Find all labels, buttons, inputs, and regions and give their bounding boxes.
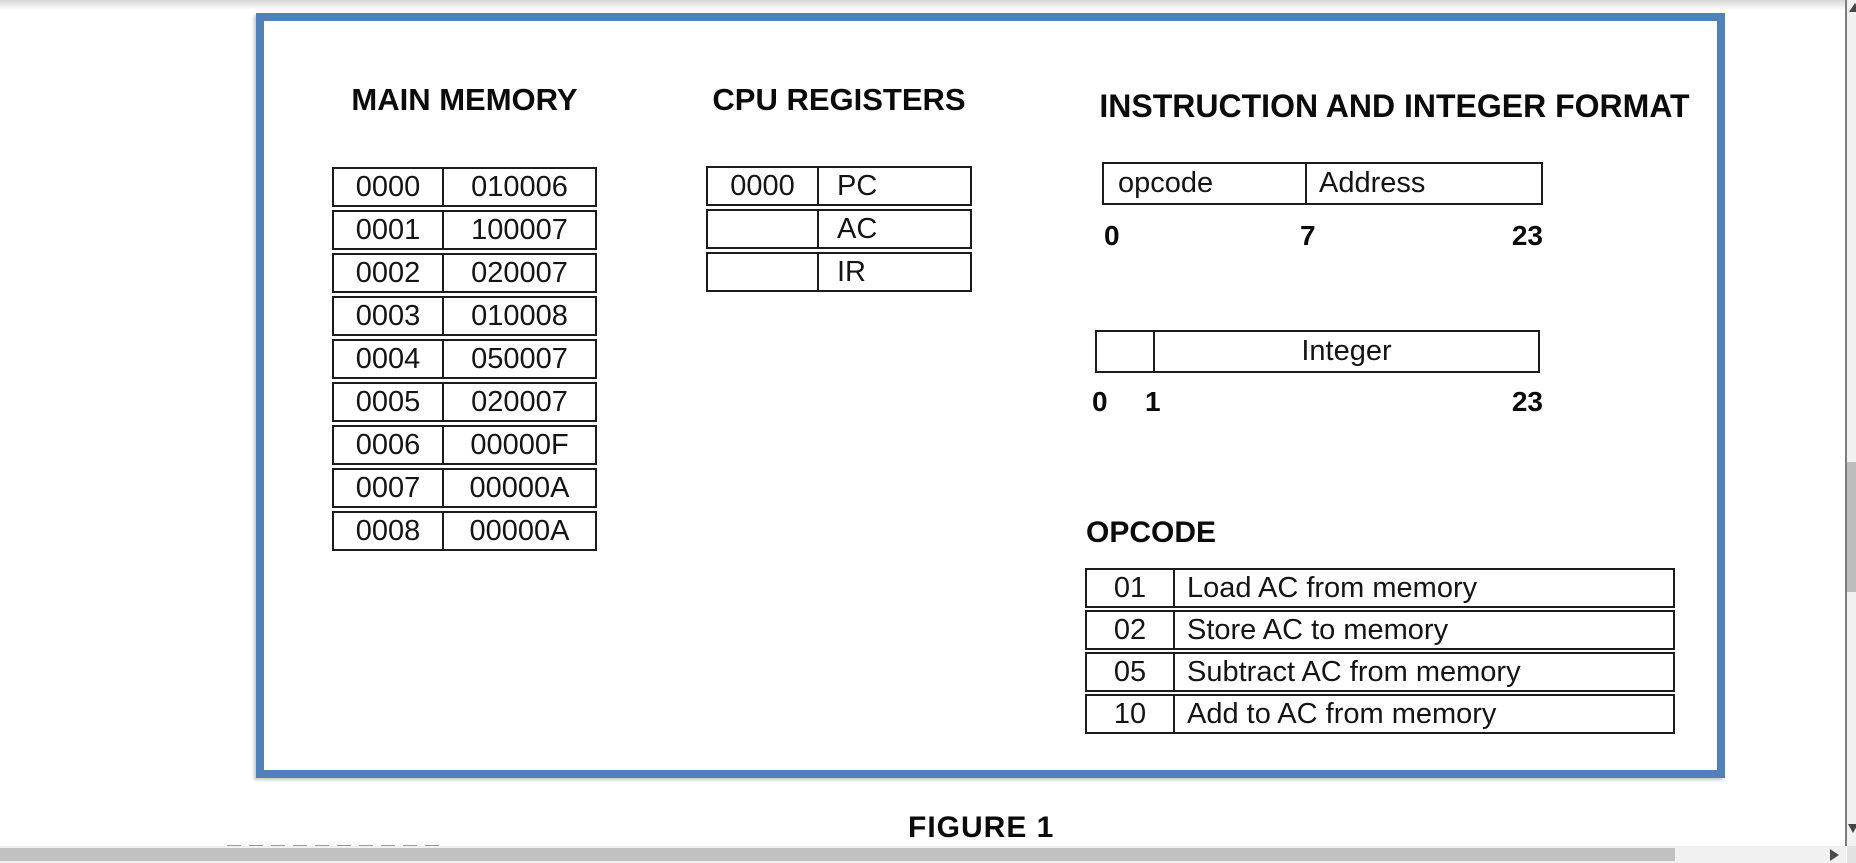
opcode-description: Add to AC from memory <box>1187 698 1497 730</box>
memory-value: 00000A <box>469 472 570 504</box>
memory-value: 050007 <box>471 343 568 375</box>
table-row: 01 Load AC from memory <box>1085 568 1675 608</box>
vertical-scrollbar-thumb[interactable] <box>1847 462 1856 592</box>
opcode-code: 10 <box>1087 696 1175 732</box>
memory-address: 0000 <box>334 169 444 205</box>
memory-value: 010008 <box>471 300 568 332</box>
register-value <box>708 254 819 290</box>
memory-address: 0007 <box>334 470 444 506</box>
bit-label: 7 <box>1300 220 1316 251</box>
register-name: IR <box>837 256 866 288</box>
cpu-registers-table: 0000 PC AC IR <box>706 166 972 295</box>
table-row: 0007 00000A <box>332 468 597 508</box>
table-row: 0006 00000F <box>332 425 597 465</box>
table-row: 02 Store AC to memory <box>1085 610 1675 650</box>
table-row: 0005 020007 <box>332 382 597 422</box>
register-name: AC <box>837 213 878 245</box>
memory-address: 0008 <box>334 513 444 549</box>
main-memory-title: MAIN MEMORY <box>351 82 578 117</box>
memory-address: 0003 <box>334 298 444 334</box>
vertical-scrollbar-track[interactable] <box>1847 0 1856 846</box>
memory-address: 0006 <box>334 427 444 463</box>
bit-label: 0 <box>1092 386 1108 417</box>
opcode-code: 02 <box>1087 612 1175 648</box>
instruction-bit-labels: 0 7 23 <box>1102 221 1543 251</box>
memory-address: 0004 <box>334 341 444 377</box>
figure-caption: FIGURE 1 <box>908 811 1055 844</box>
memory-value: 00000F <box>470 429 569 461</box>
bit-label: 23 <box>1511 220 1543 251</box>
figure-frame: MAIN MEMORY 0000 010006 0001 100007 0002… <box>256 13 1725 778</box>
register-value: 0000 <box>708 168 819 204</box>
scrollbar-corner <box>1847 846 1856 863</box>
horizontal-scrollbar-thumb[interactable] <box>0 848 1675 861</box>
table-row: AC <box>706 209 972 249</box>
memory-value: 010006 <box>471 171 568 203</box>
instruction-format-box: opcode Address <box>1102 162 1543 205</box>
opcode-title: OPCODE <box>1086 516 1217 549</box>
opcode-description: Subtract AC from memory <box>1187 656 1521 688</box>
main-memory-table: 0000 010006 0001 100007 0002 020007 0003… <box>332 167 597 554</box>
opcode-description: Store AC to memory <box>1187 614 1449 646</box>
table-row: 0002 020007 <box>332 253 597 293</box>
cpu-registers-title: CPU REGISTERS <box>712 82 966 117</box>
scroll-right-arrow-icon[interactable] <box>1830 849 1839 861</box>
format-section-title: INSTRUCTION AND INTEGER FORMAT <box>1099 88 1690 124</box>
table-row: 05 Subtract AC from memory <box>1085 652 1675 692</box>
memory-address: 0002 <box>334 255 444 291</box>
bit-label: 23 <box>1511 386 1543 417</box>
instruction-opcode-field: opcode <box>1104 164 1307 203</box>
memory-address: 0005 <box>334 384 444 420</box>
memory-value: 100007 <box>471 214 568 246</box>
opcode-code: 05 <box>1087 654 1175 690</box>
integer-field-label: Integer <box>1301 335 1392 367</box>
table-row: 0001 100007 <box>332 210 597 250</box>
opcode-description: Load AC from memory <box>1187 572 1478 604</box>
table-row: IR <box>706 252 972 292</box>
memory-value: 020007 <box>471 257 568 289</box>
table-row: 0008 00000A <box>332 511 597 551</box>
table-row: 0000 PC <box>706 166 972 206</box>
bit-label: 0 <box>1104 220 1120 251</box>
scroll-down-arrow-icon[interactable] <box>1848 824 1856 833</box>
table-row: 0003 010008 <box>332 296 597 336</box>
integer-format-box: Integer <box>1095 330 1540 373</box>
memory-value: 020007 <box>471 386 568 418</box>
table-row: 0004 050007 <box>332 339 597 379</box>
table-row: 10 Add to AC from memory <box>1085 694 1675 734</box>
scrollbar-divider <box>1845 0 1847 846</box>
register-value <box>708 211 819 247</box>
scroll-up-arrow-icon[interactable] <box>1849 3 1856 12</box>
page-top-shadow <box>0 0 1856 10</box>
memory-value: 00000A <box>469 515 570 547</box>
integer-sign-field <box>1097 332 1155 371</box>
bit-label: 1 <box>1145 386 1161 417</box>
instruction-address-field: Address <box>1319 167 1426 199</box>
opcode-code: 01 <box>1087 570 1175 606</box>
integer-bit-labels: 0 1 23 <box>1090 387 1543 417</box>
table-row: 0000 010006 <box>332 167 597 207</box>
opcode-table: 01 Load AC from memory 02 Store AC to me… <box>1085 568 1675 736</box>
memory-address: 0001 <box>334 212 444 248</box>
register-name: PC <box>837 170 878 202</box>
